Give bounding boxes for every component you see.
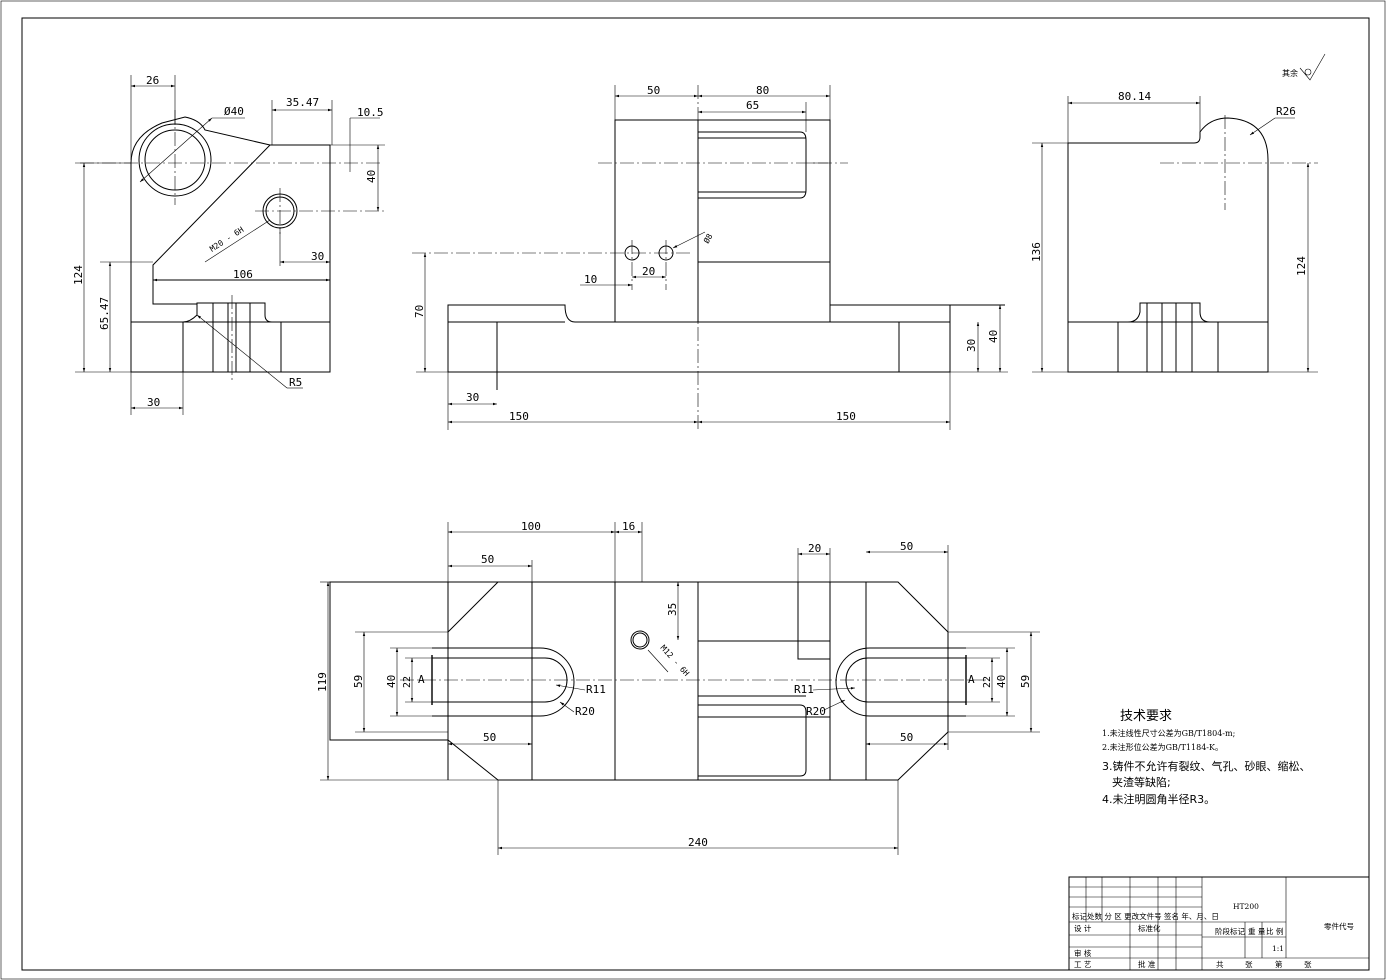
thread-m12: M12 - 6H xyxy=(659,643,692,678)
dim-119: 119 xyxy=(316,672,329,692)
tech-line-1: 1.未注线性尺寸公差为GB/T1804-m; xyxy=(1102,728,1235,738)
dim-26: 26 xyxy=(146,74,159,87)
dim-59-left: 59 xyxy=(352,675,365,688)
dim-80-14: 80.14 xyxy=(1118,90,1151,103)
design-label: 设 计 xyxy=(1074,923,1092,933)
dim-30-front-b: 30 xyxy=(965,339,978,352)
dim-10-front: 10 xyxy=(584,273,597,286)
dim-150-right: 150 xyxy=(836,410,856,423)
dim-50-tl: 50 xyxy=(481,553,494,566)
hole-phi8: Ø8 xyxy=(701,231,715,245)
review-label: 审 核 xyxy=(1074,948,1092,958)
left-view-outline xyxy=(130,116,331,323)
roughness-symbol-icon xyxy=(1299,53,1326,81)
approve-label: 批 准 xyxy=(1138,959,1156,969)
top-center-block xyxy=(614,581,699,781)
dim-124-left: 124 xyxy=(72,265,85,285)
right-view-base xyxy=(1067,321,1269,373)
dim-40-front: 40 xyxy=(987,330,1000,343)
left-view: 26 35.47 10.5 Ø40 40 124 65.47 106 30 30… xyxy=(72,74,385,415)
dim-59-right: 59 xyxy=(1019,675,1032,688)
process-label: 工 艺 xyxy=(1074,960,1091,969)
standard-label: 标准化 xyxy=(1138,923,1161,933)
dim-80-front: 80 xyxy=(756,84,769,97)
tech-line-2: 2.未注形位公差为GB/T1184-K。 xyxy=(1102,742,1223,752)
dim-22-left: 22 xyxy=(402,676,413,688)
dim-40-right-top: 40 xyxy=(995,675,1008,688)
dim-65-47: 65.47 xyxy=(98,297,111,330)
dim-106: 106 xyxy=(233,268,253,281)
tech-title: 技术要求 xyxy=(1120,709,1172,724)
revision-row-label: 标记处数 分 区 更改文件号 签名 年、月、日 xyxy=(1072,911,1219,921)
top-view: M12 - 6H A A 100 16 50 20 50 35 xyxy=(316,520,1040,855)
left-view-slope xyxy=(152,144,271,305)
inner-frame xyxy=(21,17,1370,971)
material-label: HT200 xyxy=(1233,902,1259,911)
dim-30-bottom: 30 xyxy=(147,396,160,409)
sheet-unit-label: 张 xyxy=(1304,960,1312,969)
technical-requirements: 技术要求 1.未注线性尺寸公差为GB/T1804-m; 2.未注形位公差为GB/… xyxy=(1102,709,1311,806)
dim-70-front: 70 xyxy=(413,305,426,318)
total-label: 共 xyxy=(1216,960,1224,969)
sheets-label: 张 xyxy=(1245,960,1253,969)
tech-line-3a: 3.铸件不允许有裂纹、气孔、砂眼、缩松、 xyxy=(1102,759,1311,773)
dim-50-front: 50 xyxy=(647,84,660,97)
scale-value: 1:1 xyxy=(1272,944,1284,953)
dim-124-right: 124 xyxy=(1295,256,1308,276)
dim-35-47: 35.47 xyxy=(286,96,319,109)
roughness-note: 其余 xyxy=(1282,68,1298,78)
dim-22-right: 22 xyxy=(982,676,993,688)
dim-20-top: 20 xyxy=(808,542,821,555)
dim-65-front: 65 xyxy=(746,99,759,112)
sheet-no-label: 第 xyxy=(1275,959,1283,969)
dim-30-front: 30 xyxy=(466,391,479,404)
dim-16: 16 xyxy=(622,520,635,533)
dim-136: 136 xyxy=(1030,242,1043,262)
right-view-outline xyxy=(1067,117,1269,323)
right-view: 80.14 R26 136 124 其余 xyxy=(1030,53,1326,373)
dim-20-front: 20 xyxy=(642,265,655,278)
dim-50-ml: 50 xyxy=(483,731,496,744)
tech-line-3b: 夹渣等缺陷; xyxy=(1112,775,1171,789)
tech-line-4: 4.未注明圆角半径R3。 xyxy=(1102,792,1215,806)
dim-150-left: 150 xyxy=(509,410,529,423)
dim-40-left: 40 xyxy=(365,170,378,183)
dim-r26: R26 xyxy=(1276,105,1296,118)
dim-100: 100 xyxy=(521,520,541,533)
title-block: HT200 标记处数 分 区 更改文件号 签名 年、月、日 设 计 标准化 审 … xyxy=(1068,876,1370,971)
stage-label: 阶段标记 xyxy=(1215,926,1245,936)
dim-50-br: 50 xyxy=(900,731,913,744)
section-a-left: A xyxy=(418,673,425,686)
section-a-right: A xyxy=(968,673,975,686)
scale-label: 比 例 xyxy=(1266,926,1283,936)
dim-r11-left: R11 xyxy=(586,683,606,696)
dim-240: 240 xyxy=(688,836,708,849)
front-upright xyxy=(614,119,699,323)
front-shaft xyxy=(698,131,807,199)
dim-phi40: Ø40 xyxy=(224,105,244,118)
part-code-label: 零件代号 xyxy=(1324,921,1354,931)
weight-label: 重 量 xyxy=(1248,927,1266,936)
dim-50-tr: 50 xyxy=(900,540,913,553)
dim-40-left-top: 40 xyxy=(385,675,398,688)
dim-10-5: 10.5 xyxy=(357,106,384,119)
dim-35: 35 xyxy=(666,603,679,616)
dim-30-right: 30 xyxy=(311,250,324,263)
dim-r20-left: R20 xyxy=(575,705,595,718)
left-view-base xyxy=(130,321,331,373)
dim-r5: R5 xyxy=(289,376,302,389)
dim-r20-right: R20 xyxy=(806,705,826,718)
dim-r11-right: R11 xyxy=(794,683,814,696)
front-base xyxy=(447,304,951,373)
front-view: Ø8 50 80 65 70 10 20 30 150 150 30 40 xyxy=(412,84,1008,430)
